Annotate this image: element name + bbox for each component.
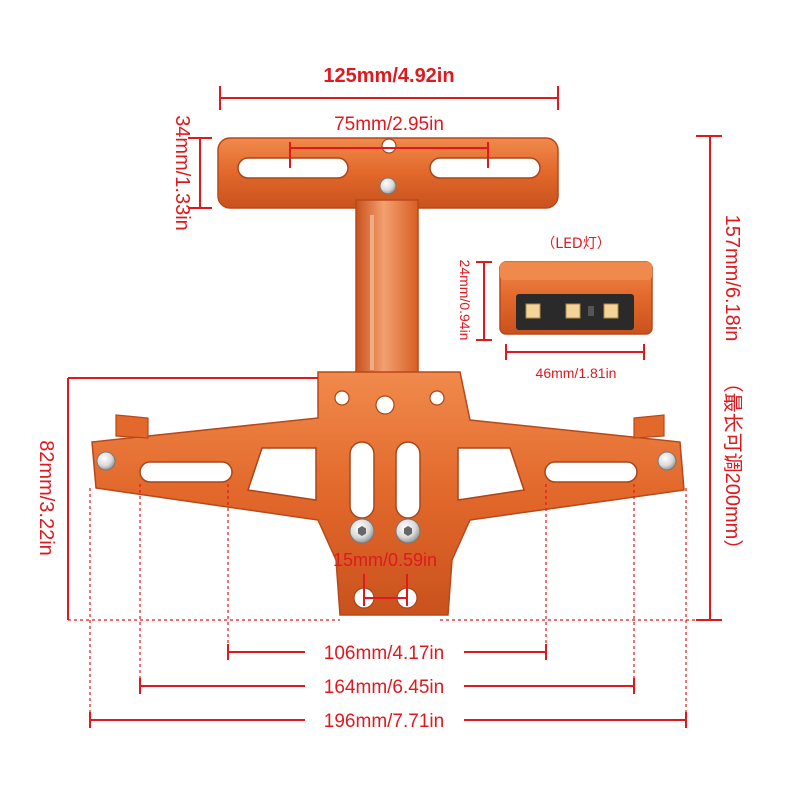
label-led: （LED灯）: [541, 236, 610, 252]
base-window-right: [457, 447, 525, 501]
led-chip-icon: [525, 303, 541, 319]
dimension-lines: [67, 86, 722, 728]
base-slot-left: [139, 461, 233, 483]
base-window-left: [247, 447, 317, 501]
right-side-tab: [633, 414, 665, 439]
led-chip-icon: [603, 303, 619, 319]
label-slot-spacing: 75mm/2.95in: [334, 114, 444, 135]
top-plate-slot-right: [429, 157, 541, 179]
label-base-height: 82mm/3.22in: [35, 440, 57, 556]
label-outer-width: 196mm/7.71in: [324, 711, 444, 732]
led-housing-top: [500, 262, 652, 280]
led-chip-icon: [565, 303, 581, 319]
adjust-slot-right: [395, 441, 421, 519]
label-led-height: 24mm/0.94in: [457, 260, 473, 341]
license-plate-bracket: [91, 137, 685, 616]
bolt-hex-socket: [358, 526, 366, 536]
base-slot-right: [544, 461, 638, 483]
adjust-slot-left: [349, 441, 375, 519]
label-total-height: 157mm/6.18in: [721, 215, 743, 342]
label-led-width: 46mm/1.81in: [536, 365, 617, 381]
label-top-width: 125mm/4.92in: [323, 65, 454, 87]
label-top-height: 34mm/1.33in: [171, 115, 193, 231]
left-side-tab: [115, 414, 149, 439]
led-light: [499, 261, 653, 335]
label-mid-width: 164mm/6.45in: [324, 677, 444, 698]
base-plate: [91, 371, 685, 616]
base-hole-top-right: [429, 390, 445, 406]
hex-socket-bolt-icon: [379, 177, 397, 195]
vertical-stem: [355, 199, 419, 379]
top-plate-slot-left: [237, 157, 349, 179]
base-hole-top-left: [334, 390, 350, 406]
label-inner-width: 106mm/4.17in: [324, 643, 444, 664]
dimension-labels: 125mm/4.92in 75mm/2.95in 34mm/1.33in 157…: [35, 65, 744, 732]
top-plate-hole-center: [381, 138, 397, 154]
hex-socket-bolt-icon: [657, 451, 677, 471]
base-hole-top-center: [375, 395, 395, 415]
label-hole-spacing: 15mm/0.59in: [333, 550, 437, 570]
bolt-hex-socket: [404, 526, 412, 536]
led-resistor: [588, 306, 594, 316]
hex-socket-bolt-icon: [96, 451, 116, 471]
label-max-adjust: （最长可调200mm）: [721, 373, 744, 560]
